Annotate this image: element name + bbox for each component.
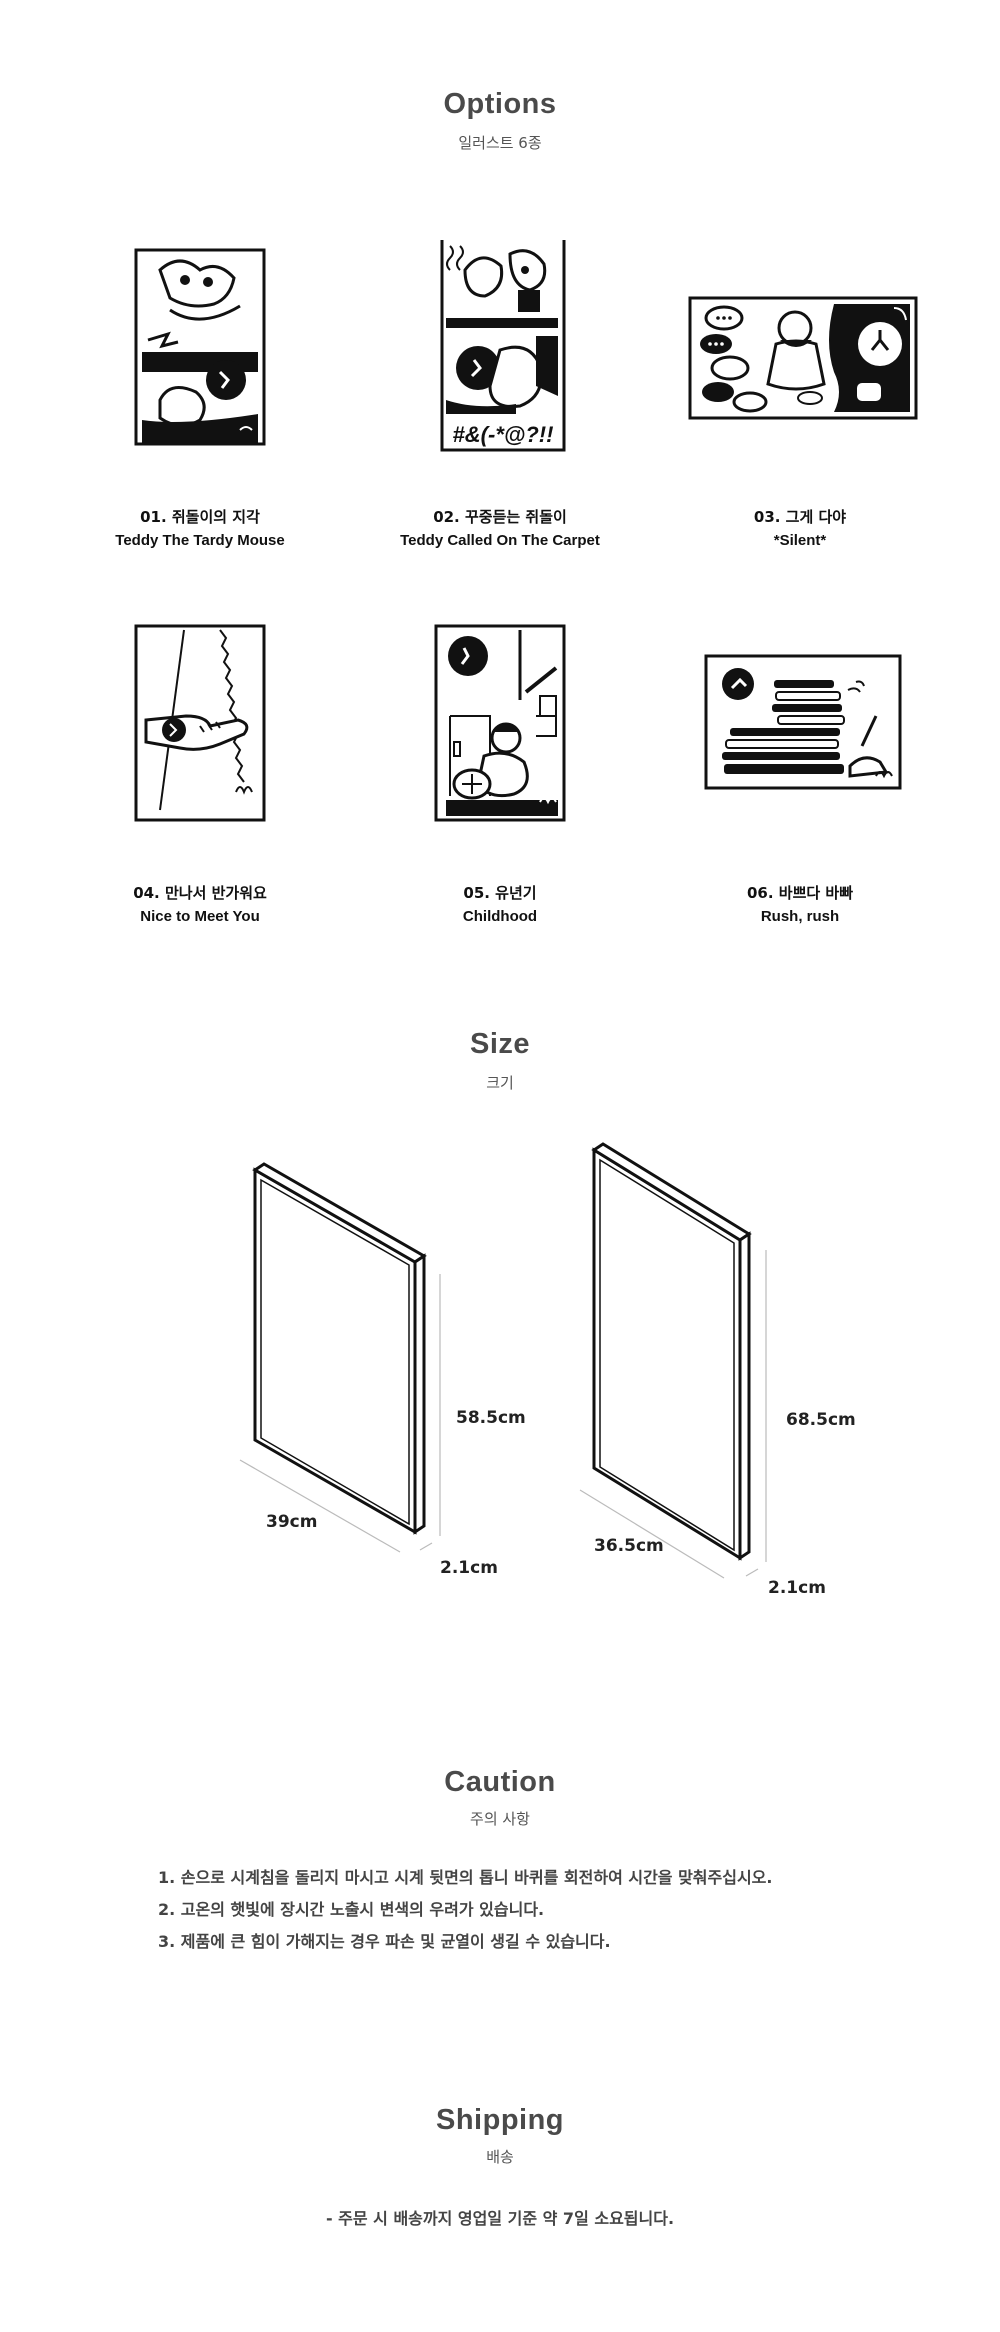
shipping-note: - 주문 시 배송까지 영업일 기준 약 7일 소요됩니다.: [325, 2209, 675, 2228]
option-3-en: *Silent*: [773, 532, 827, 549]
option-1-kr: 01. 쥐돌이의 지각: [140, 508, 260, 526]
large-frame-height: 68.5cm: [786, 1410, 856, 1430]
shipping-subtitle: 배송: [486, 2148, 514, 2166]
handshake-illustration: [134, 624, 266, 822]
option-card-6[interactable]: 06. 바쁘다 바빠 Rush, rush: [650, 616, 950, 936]
option-3-kr: 03. 그게 다야: [753, 508, 847, 526]
caution-title: Caution: [444, 1766, 556, 1798]
option-card-4[interactable]: 04. 만나서 반가워요 Nice to Meet You: [50, 616, 350, 936]
caution-list: 1. 손으로 시계침을 돌리지 마시고 시계 뒷면의 톱니 바퀴를 회전하여 시…: [158, 1862, 772, 1958]
option-6-en: Rush, rush: [760, 908, 840, 925]
option-5-en: Childhood: [462, 908, 538, 925]
option-6-kr: 06. 바쁘다 바빠: [746, 884, 854, 902]
size-subtitle: 크기: [486, 1074, 514, 1092]
silent-illustration: [688, 296, 918, 420]
small-frame-height: 58.5cm: [456, 1408, 526, 1428]
option-card-5[interactable]: 05. 유년기 Childhood: [350, 616, 650, 936]
option-4-en: Nice to Meet You: [140, 908, 260, 925]
option-5-kr: 05. 유년기: [463, 884, 537, 902]
scolded-art-text: #&(-*@?!!: [453, 422, 554, 447]
small-frame-width: 39cm: [266, 1512, 318, 1532]
option-card-1[interactable]: 01. 쥐돌이의 지각 Teddy The Tardy Mouse: [50, 240, 350, 560]
option-2-kr: 02. 꾸중듣는 쥐돌이: [433, 508, 567, 526]
caution-item-2: 2. 고온의 햇빛에 장시간 노출시 변색의 우려가 있습니다.: [158, 1900, 545, 1919]
scolded-mouse-illustration: #&(-*@?!!: [440, 240, 566, 452]
options-subtitle: 일러스트 6종: [458, 134, 542, 152]
large-frame-depth: 2.1cm: [768, 1578, 826, 1598]
large-frame-outline: [591, 1142, 752, 1561]
caution-item-3: 3. 제품에 큰 힘이 가해지는 경우 파손 및 균열이 생길 수 있습니다.: [158, 1932, 611, 1951]
childhood-illustration: [434, 624, 566, 822]
option-2-en: Teddy Called On The Carpet: [400, 532, 600, 549]
option-card-3[interactable]: 03. 그게 다야 *Silent*: [650, 240, 950, 560]
option-card-2[interactable]: #&(-*@?!! 02. 꾸중듣는 쥐돌이 Teddy Called On T…: [350, 240, 650, 560]
tardy-mouse-illustration: [134, 248, 266, 446]
options-title: Options: [443, 88, 557, 120]
large-frame-width: 36.5cm: [594, 1536, 664, 1556]
option-4-kr: 04. 만나서 반가워요: [133, 884, 267, 902]
caution-subtitle: 주의 사항: [470, 1810, 530, 1828]
rush-illustration: [704, 654, 902, 790]
caution-item-1: 1. 손으로 시계침을 돌리지 마시고 시계 뒷면의 톱니 바퀴를 회전하여 시…: [158, 1868, 773, 1887]
small-frame-depth: 2.1cm: [440, 1558, 498, 1578]
option-1-en: Teddy The Tardy Mouse: [115, 532, 285, 549]
size-title: Size: [469, 1028, 531, 1060]
shipping-title: Shipping: [435, 2104, 565, 2136]
size-diagram: [239, 1142, 767, 1579]
small-frame-outline: [252, 1162, 427, 1535]
